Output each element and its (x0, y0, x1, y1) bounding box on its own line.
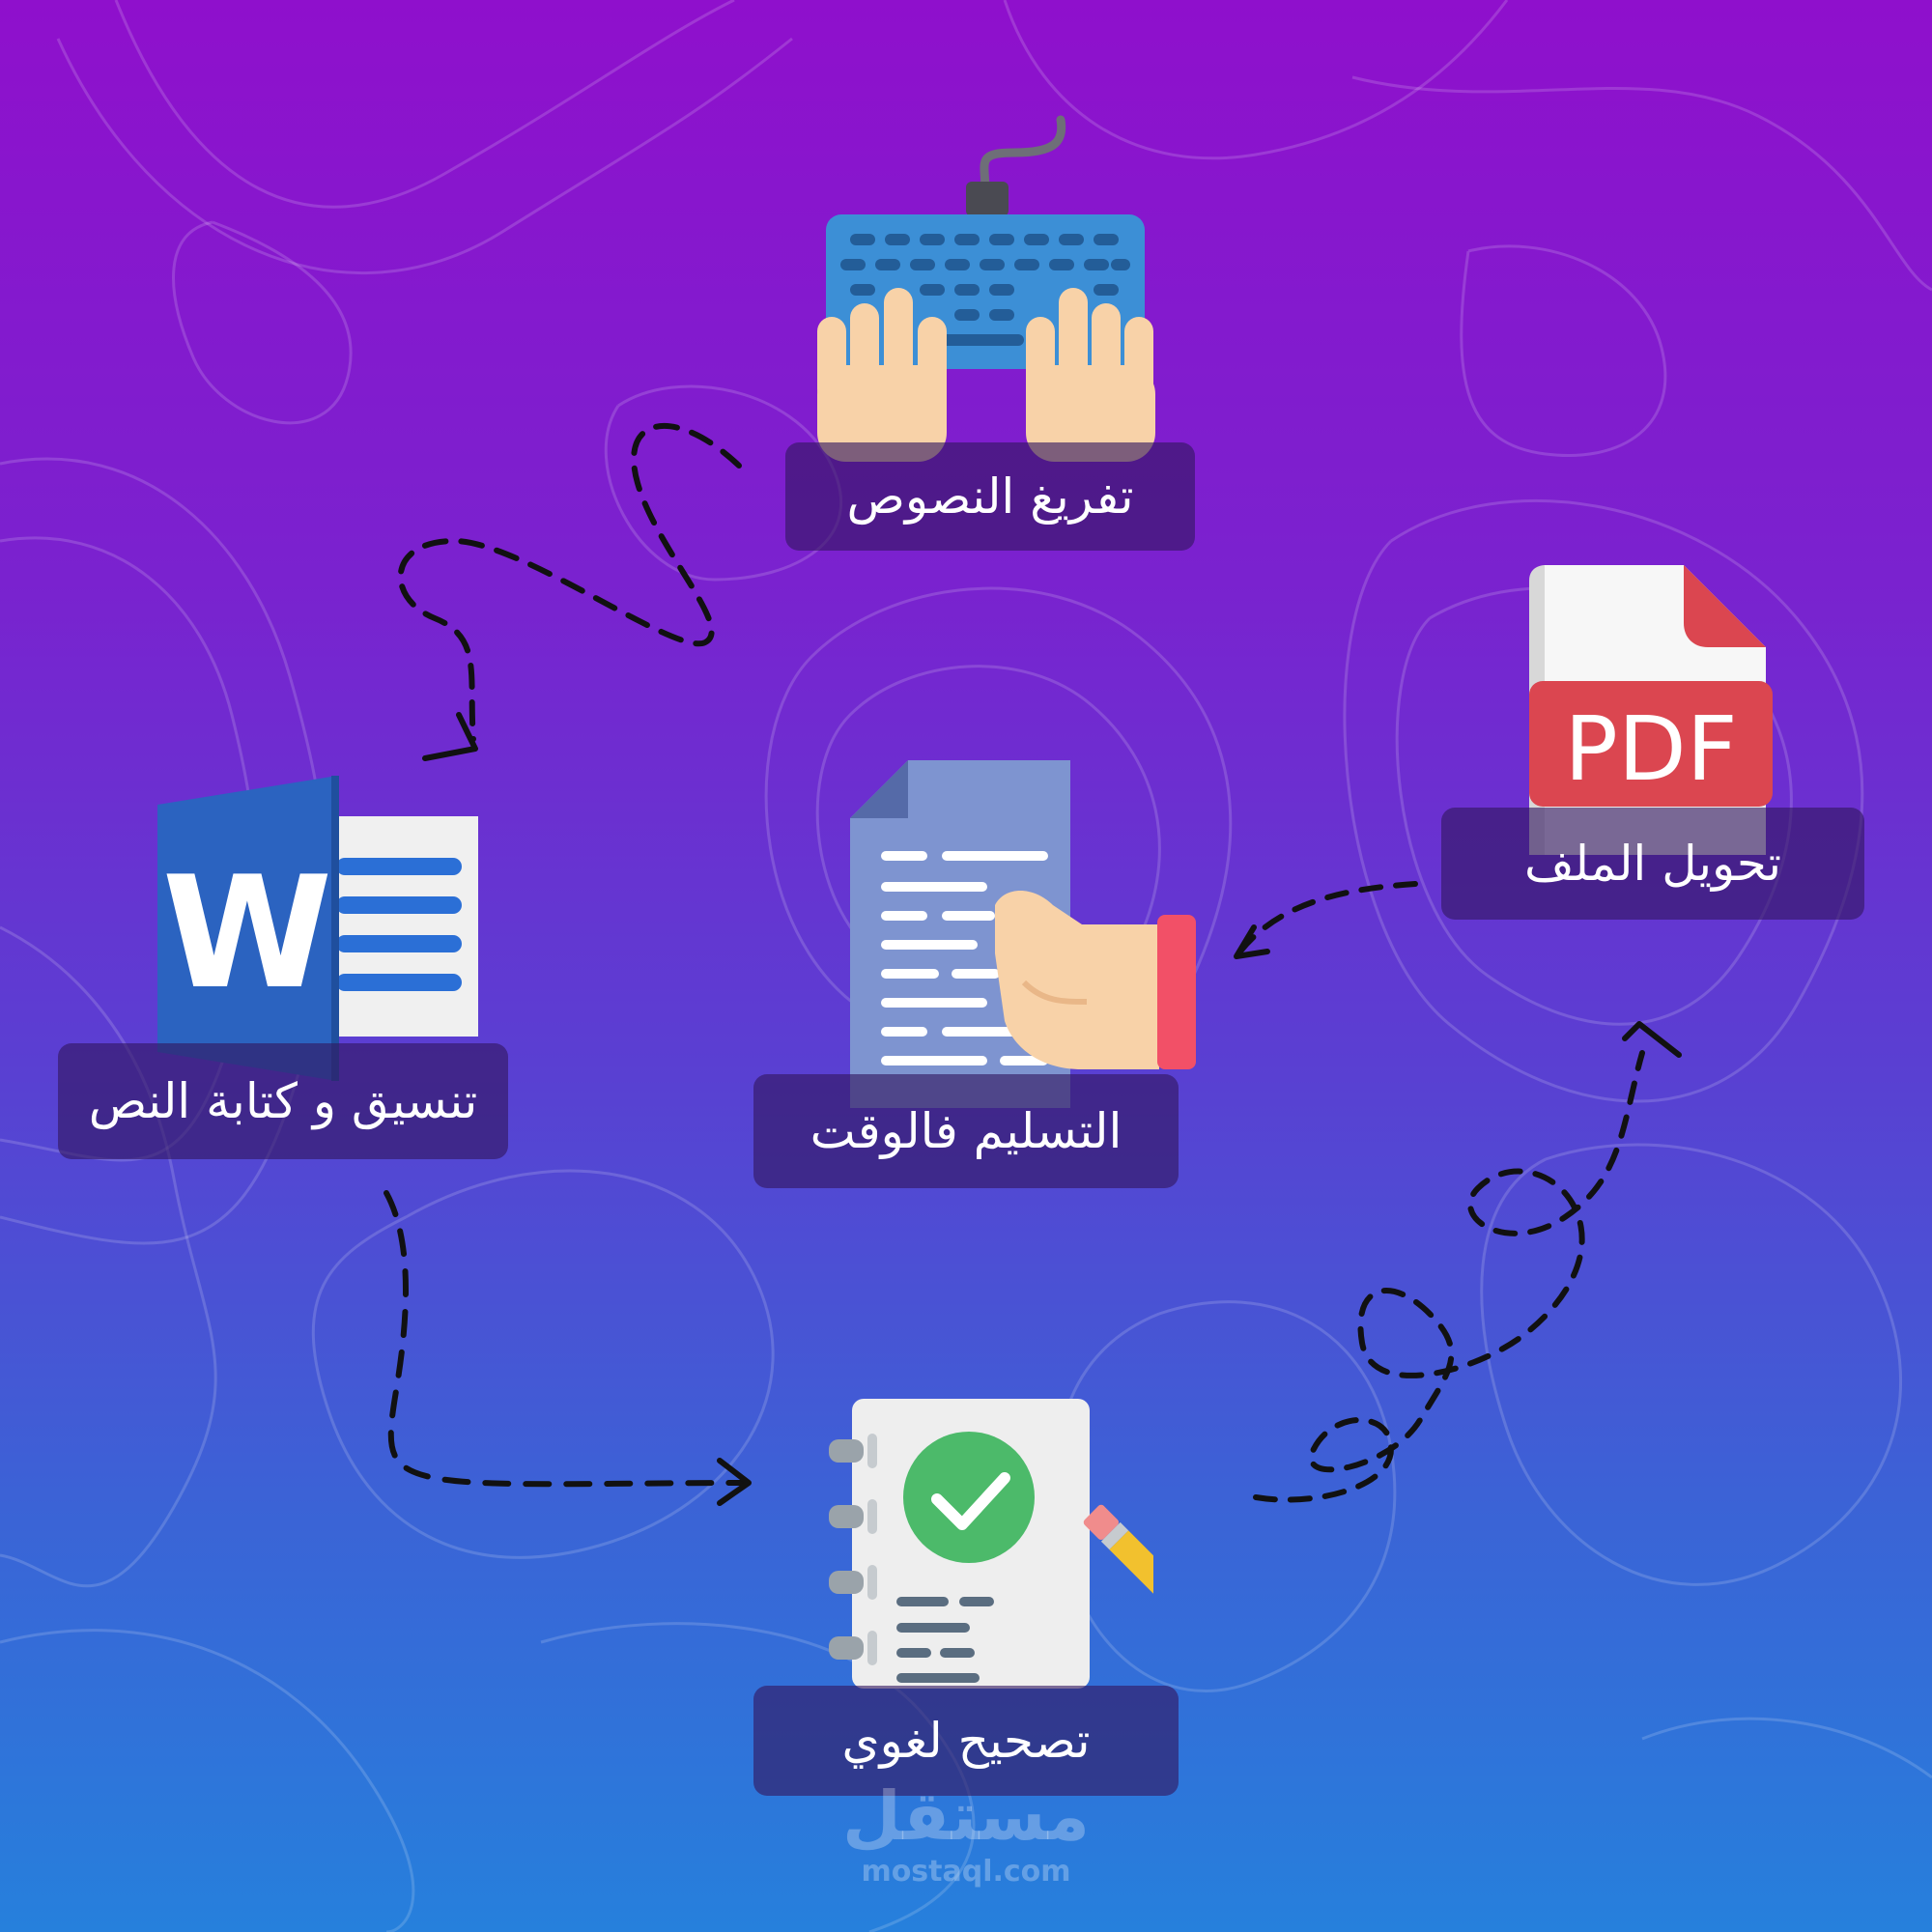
step-label-conversion: تحويل الملف (1441, 808, 1864, 920)
pdf-icon-label: PDF (1564, 697, 1737, 801)
arrow-head-proofreading (717, 1458, 752, 1506)
document-hand-icon (850, 760, 1196, 1108)
transcription-text: تفريغ النصوص (846, 469, 1134, 525)
pdf-file-icon: PDF (1529, 565, 1773, 855)
arrow-conversion-to-delivery (1234, 881, 1418, 959)
arrow-transcription-to-formatting (397, 423, 742, 742)
word-icon-letter: W (162, 842, 332, 1023)
keyboard-hands-icon (817, 115, 1155, 462)
arrow-head-conversion (1622, 1021, 1682, 1058)
step-label-transcription: تفريغ النصوص (785, 442, 1195, 551)
watermark-arabic: مستقل (841, 1776, 1090, 1856)
proofreading-text: تصحيح لغوي (841, 1713, 1091, 1769)
arrow-proofreading-to-conversion (1253, 1050, 1645, 1503)
arrow-head-delivery (1234, 924, 1270, 959)
delivery-text: التسليم فالوقت (810, 1103, 1122, 1159)
arrow-head-formatting (422, 712, 478, 761)
formatting-text: تنسيق و كتابة النص (88, 1073, 478, 1129)
arrow-formatting-to-proofreading (384, 1190, 747, 1488)
conversion-text: تحويل الملف (1523, 836, 1782, 892)
proofreading-checklist-icon (829, 1399, 1153, 1689)
step-label-formatting: تنسيق و كتابة النص (58, 1043, 508, 1159)
mostaql-watermark: مستقل mostaql.com (821, 1777, 1111, 1889)
watermark-url: mostaql.com (861, 1855, 1071, 1889)
step-label-proofreading: تصحيح لغوي (753, 1686, 1179, 1796)
step-label-delivery: التسليم فالوقت (753, 1074, 1179, 1188)
word-document-icon: W (157, 776, 478, 1081)
